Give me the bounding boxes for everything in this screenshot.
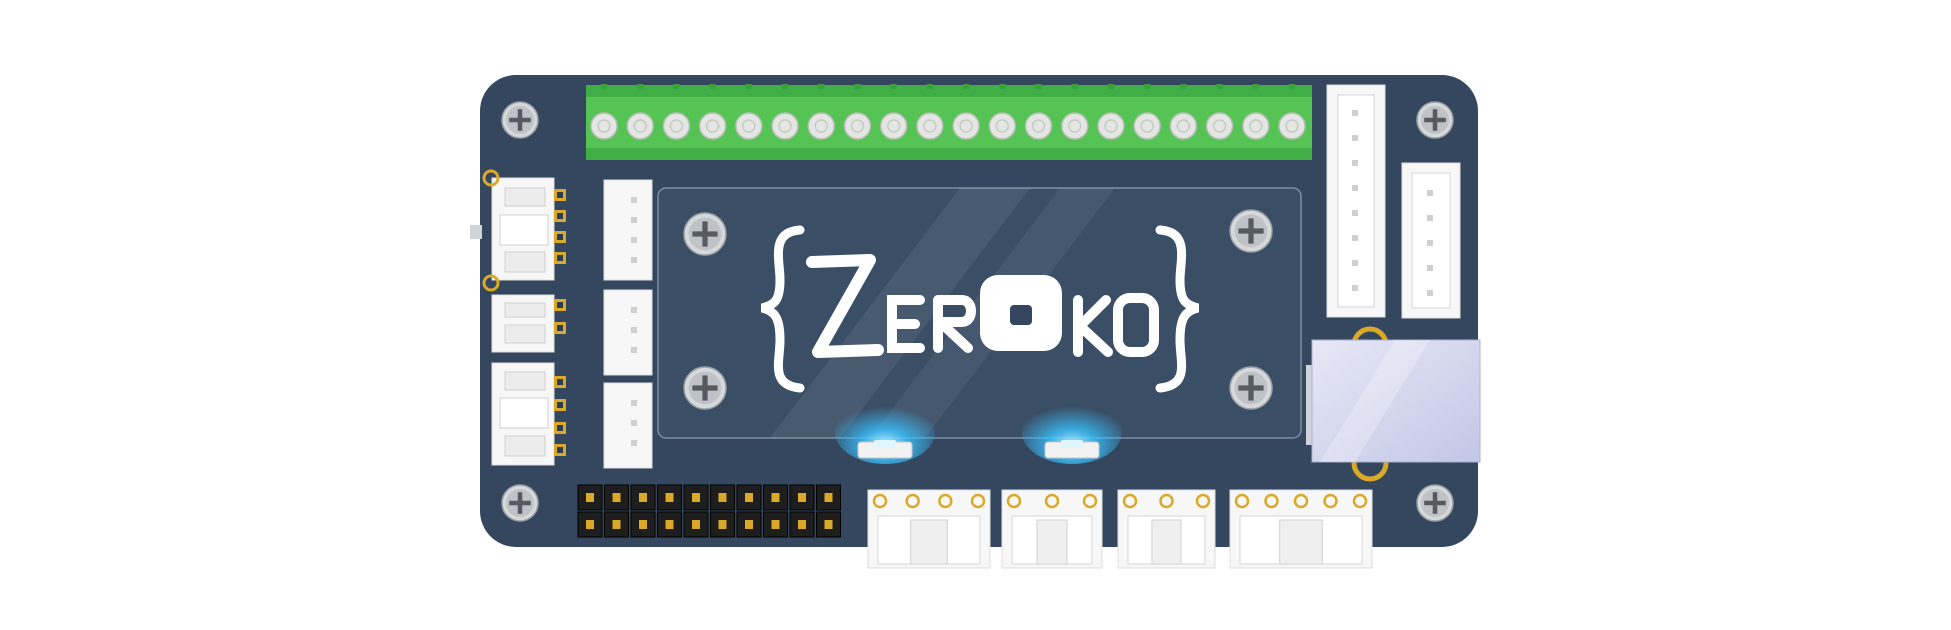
acrylic-window	[657, 187, 1302, 439]
terminal-screw	[988, 84, 1017, 140]
terminal-screw	[1024, 84, 1053, 140]
mounting-screw-icon	[1416, 101, 1454, 139]
mounting-screw-icon	[1416, 484, 1454, 522]
terminal-screw	[626, 84, 654, 140]
bottom-jst-connector	[1229, 489, 1373, 569]
screw-terminal-block	[586, 84, 1312, 160]
terminal-screw	[916, 84, 944, 140]
terminal-screw	[1060, 84, 1089, 140]
terminal-screw	[1133, 84, 1161, 140]
zerooko-logo	[760, 225, 1200, 393]
terminal-screw	[952, 84, 980, 140]
status-leds	[835, 400, 1122, 464]
window-screws	[683, 209, 1273, 410]
bottom-connectors	[867, 489, 1373, 569]
mounting-screw-icon	[501, 484, 539, 522]
mounting-holes	[501, 101, 1454, 522]
terminal-screw	[590, 84, 618, 140]
window-screw-icon	[683, 212, 727, 256]
right-connectors	[1326, 84, 1461, 319]
window-screw-icon	[1229, 209, 1273, 253]
terminal-screw	[1097, 84, 1125, 140]
terminal-screw	[771, 84, 799, 140]
terminal-screw	[879, 84, 908, 140]
bottom-jst-connector	[1117, 489, 1216, 569]
terminal-screw	[698, 84, 727, 140]
left-connector-stack	[470, 169, 566, 466]
terminal-screw	[662, 84, 691, 140]
inner-left-connectors	[603, 179, 653, 469]
window-screw-icon	[683, 366, 727, 410]
usb-port	[1306, 326, 1481, 482]
terminal-screw	[1169, 84, 1198, 140]
terminal-screw	[1242, 84, 1270, 140]
bottom-jst-connector	[867, 489, 991, 569]
terminal-screw	[807, 84, 836, 140]
terminal-screw	[735, 84, 763, 140]
terminal-screw	[1278, 84, 1306, 140]
terminal-screw	[843, 84, 872, 140]
pin-header-2x10	[577, 484, 841, 538]
bottom-jst-connector	[1001, 489, 1103, 569]
terminal-screw	[1205, 84, 1234, 140]
mounting-screw-icon	[501, 101, 539, 139]
window-screw-icon	[1229, 366, 1273, 410]
